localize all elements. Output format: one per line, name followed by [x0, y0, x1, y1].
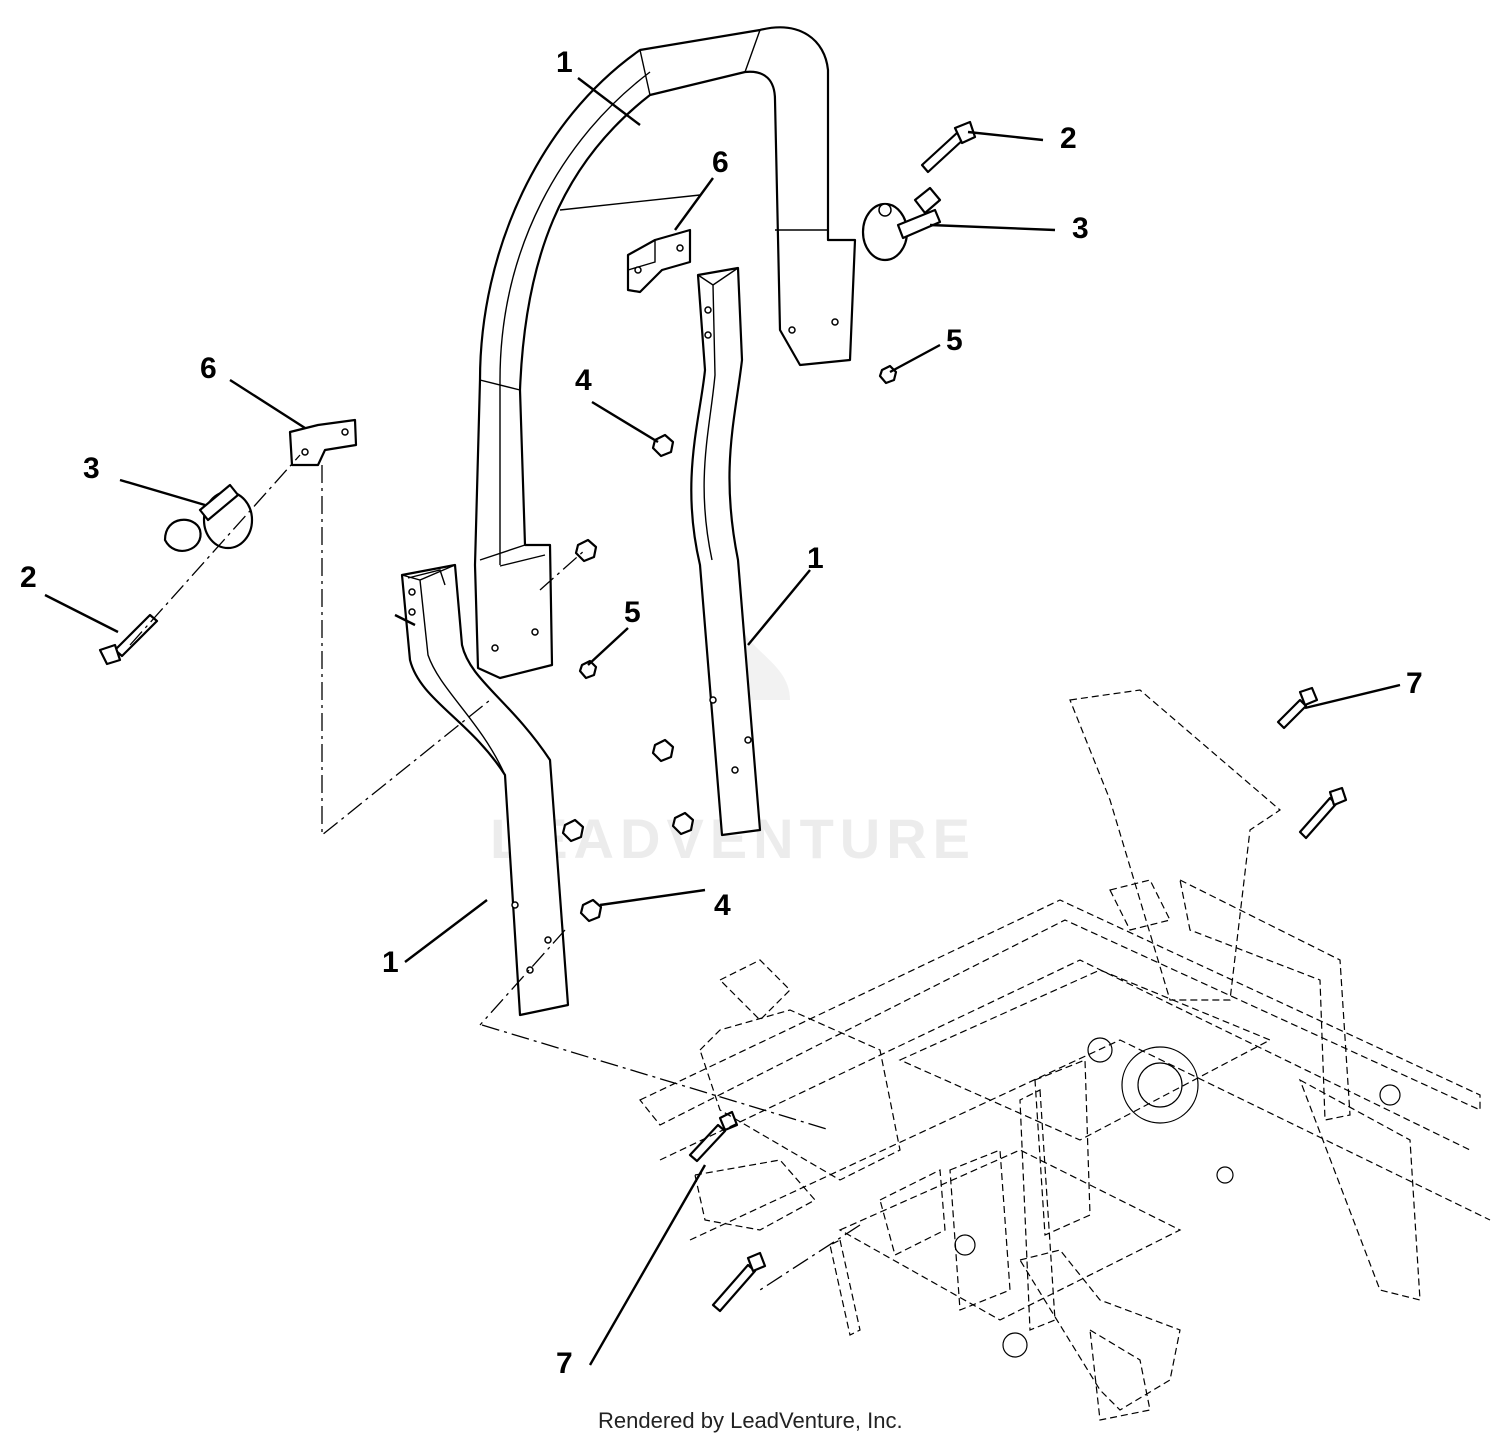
hitch-pin-left: [163, 483, 254, 552]
leader-lines: [44, 77, 1401, 1366]
assembly-centerlines: [129, 454, 861, 1291]
callout-7-right: 7: [1406, 667, 1423, 700]
callout-4-top: 4: [575, 364, 592, 397]
callout-labels: 1 2 6 3 5 6 4 3 2 5 1 7 4 1 7: [20, 46, 1423, 1380]
callout-1-left-leg: 1: [382, 946, 399, 979]
callout-2-left: 2: [20, 561, 37, 594]
bolt-7-bottom-b: [711, 1251, 767, 1313]
bracket-left: [288, 418, 358, 467]
hitch-pin-right: [861, 186, 942, 262]
bracket-right: [626, 228, 692, 294]
callout-5-mid: 5: [624, 596, 641, 629]
callout-4-bottom: 4: [714, 889, 731, 922]
footer-credit: Rendered by LeadVenture, Inc.: [598, 1408, 903, 1433]
roll-bar-hoop: [473, 26, 857, 680]
callout-6-left: 6: [200, 352, 217, 385]
callout-3-right: 3: [1072, 212, 1089, 245]
bolt-7-bottom-a: [688, 1110, 739, 1163]
callout-1-top: 1: [556, 46, 573, 79]
mower-frame: [639, 689, 1491, 1421]
callout-7-bottom: 7: [556, 1347, 573, 1380]
callout-2-right: 2: [1060, 122, 1077, 155]
callout-6-right: 6: [712, 146, 729, 179]
bolt-7-right-b: [1298, 786, 1348, 840]
bolt-7-right-a: [1276, 686, 1319, 730]
callout-1-right-leg: 1: [807, 542, 824, 575]
bolt-2-right: [920, 120, 977, 174]
nuts: [561, 364, 898, 923]
bolt-2-left: [98, 613, 159, 666]
callout-3-left: 3: [83, 452, 100, 485]
roll-bar-right-leg: [690, 266, 762, 837]
roll-bar-left-leg: [400, 563, 570, 1017]
callout-5-right: 5: [946, 324, 963, 357]
